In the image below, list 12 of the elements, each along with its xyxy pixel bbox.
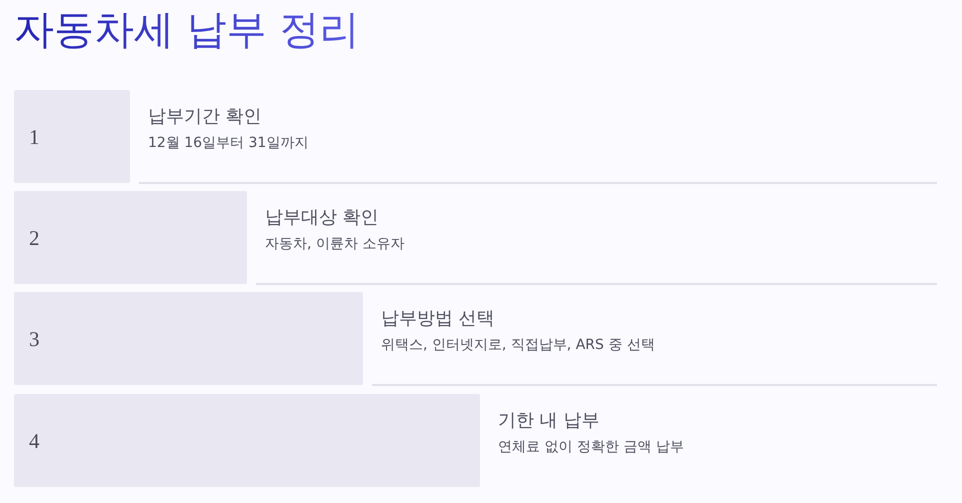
step-title: 납부기간 확인 (148, 105, 262, 129)
step-description: 12월 16일부터 31일까지 (148, 134, 308, 153)
step-title: 납부방법 선택 (381, 307, 495, 331)
step-number: 3 (29, 326, 40, 350)
step-title: 기한 내 납부 (498, 409, 600, 433)
step-description: 위택스, 인터넷지로, 직접납부, ARS 중 선택 (381, 336, 655, 355)
step-title: 납부대상 확인 (265, 206, 379, 230)
step-number: 4 (29, 428, 40, 452)
step-description: 자동차, 이륜차 소유자 (265, 235, 404, 254)
step-description: 연체료 없이 정확한 금액 납부 (498, 438, 684, 457)
step-number: 1 (29, 124, 40, 148)
step-number: 2 (29, 226, 40, 250)
